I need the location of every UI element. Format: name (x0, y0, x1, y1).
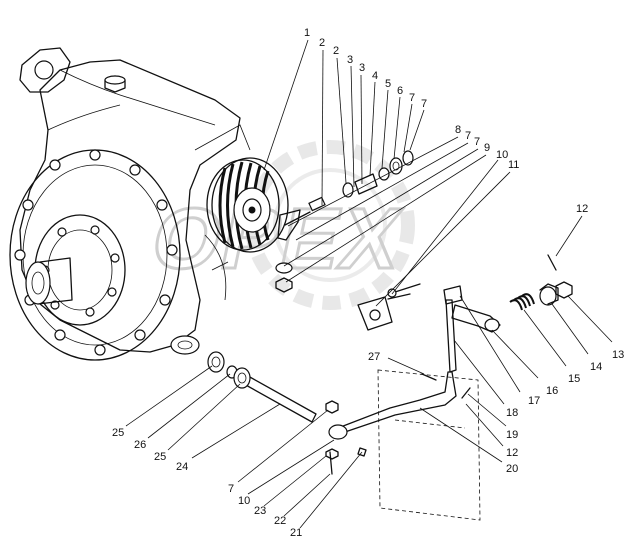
callout-25a: 25 (112, 427, 124, 439)
callout-21: 21 (290, 527, 302, 539)
callout-15: 15 (568, 373, 580, 385)
callout-7a: 7 (409, 92, 415, 104)
callout-20: 20 (506, 463, 518, 475)
transmission-housing (9, 47, 251, 361)
callout-9: 9 (484, 142, 490, 154)
callout-2b: 2 (333, 45, 339, 57)
callout-12a: 12 (576, 203, 588, 215)
callout-14: 14 (590, 361, 602, 373)
callout-5: 5 (385, 78, 391, 90)
callout-23: 23 (254, 505, 266, 517)
callout-1: 1 (304, 27, 310, 39)
callout-10a: 10 (496, 149, 508, 161)
callout-7e: 7 (228, 483, 234, 495)
callout-7b: 7 (421, 98, 427, 110)
callout-10b: 10 (238, 495, 250, 507)
callout-24: 24 (176, 461, 188, 473)
leader-lines (125, 39, 613, 529)
callout-3b: 3 (359, 62, 365, 74)
callout-19: 19 (506, 429, 518, 441)
callout-7c: 7 (465, 130, 471, 142)
control-lever-assembly (207, 254, 573, 521)
callout-27: 27 (368, 351, 380, 363)
callout-7d: 7 (474, 136, 480, 148)
brake-drum (206, 157, 289, 253)
watermark-text: OPEX (144, 191, 411, 287)
callout-6: 6 (397, 85, 403, 97)
callout-11: 11 (508, 159, 519, 171)
callout-17: 17 (528, 395, 540, 407)
callout-12b: 12 (506, 447, 518, 459)
callout-labels: 1 2 2 3 3 4 5 6 7 7 8 7 7 9 10 11 12 13 … (112, 27, 624, 539)
callout-4: 4 (372, 70, 378, 82)
watermark: OPEX (143, 140, 415, 310)
callout-25b: 25 (154, 451, 166, 463)
callout-8: 8 (455, 124, 461, 136)
callout-13: 13 (612, 349, 624, 361)
callout-18: 18 (506, 407, 518, 419)
housing-bolts (14, 149, 178, 356)
callout-26: 26 (134, 439, 146, 451)
callout-2a: 2 (319, 37, 325, 49)
callout-16: 16 (546, 385, 558, 397)
callout-22: 22 (274, 515, 286, 527)
callout-3a: 3 (347, 54, 353, 66)
